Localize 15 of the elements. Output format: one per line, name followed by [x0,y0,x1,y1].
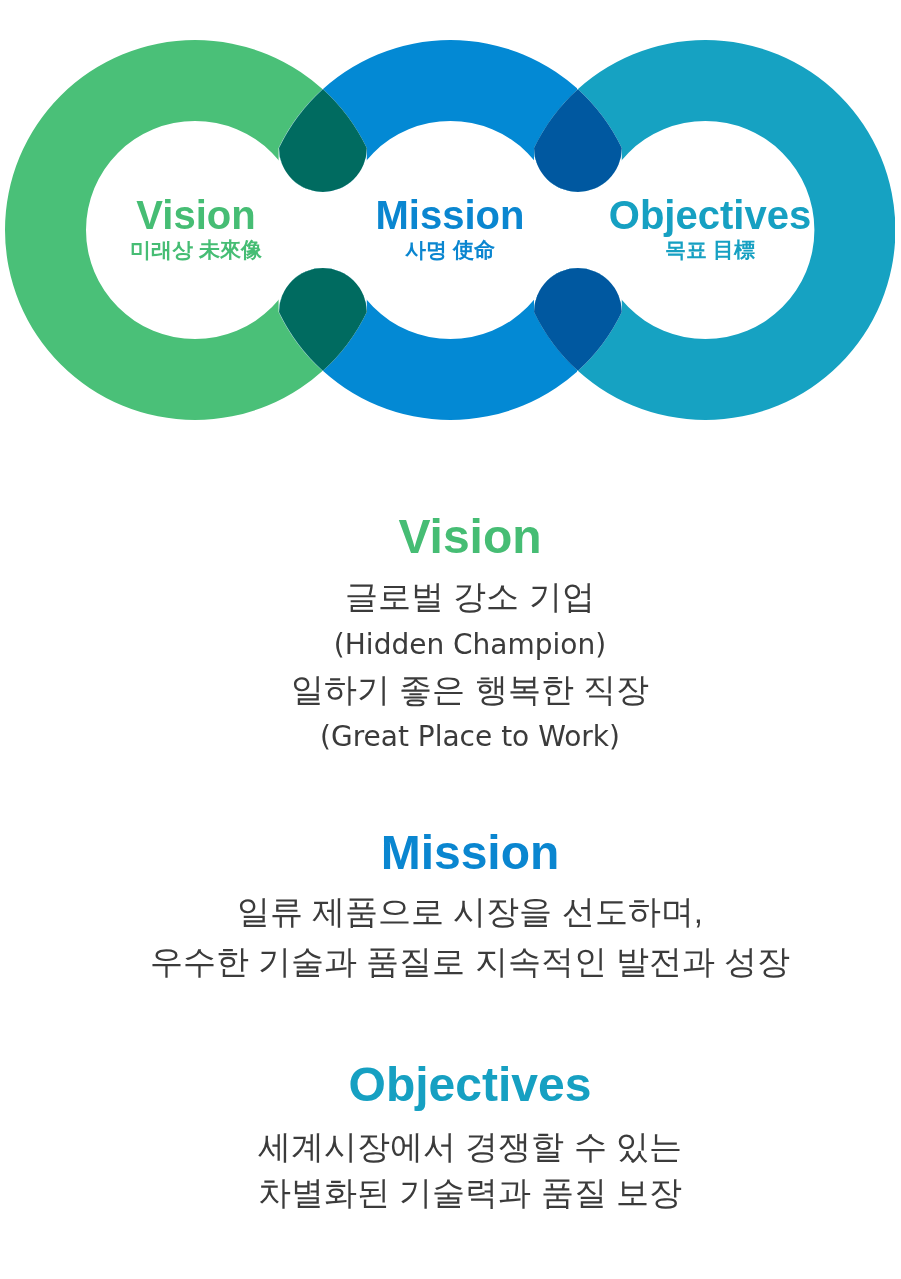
section-heading: Objectives [348,1057,592,1113]
ring-subtitle: 목표 目標 [665,237,755,263]
section-heading: Mission [380,825,560,881]
ring-title: Mission [375,192,525,239]
ring-subtitle: 사명 使命 [405,237,495,263]
section-text: 일류 제품으로 시장을 선도하며, 우수한 기술과 품질로 지속적인 발전과 성장 [149,892,791,982]
section-heading: Vision [398,509,542,565]
section-text: (Hidden Champion) [333,627,607,663]
section-text: 세계시장에서 경쟁할 수 있는 차별화된 기술력과 품질 보장 [257,1127,683,1213]
ring-title: Objectives [608,192,812,239]
section-text: 일하기 좋은 행복한 직장 [291,670,649,710]
ring-title: Vision [136,192,256,239]
section-text: (Great Place to Work) [320,719,620,755]
ring-subtitle: 미래상 未來像 [130,237,262,263]
section-text: 글로벌 강소 기업 [345,577,595,617]
